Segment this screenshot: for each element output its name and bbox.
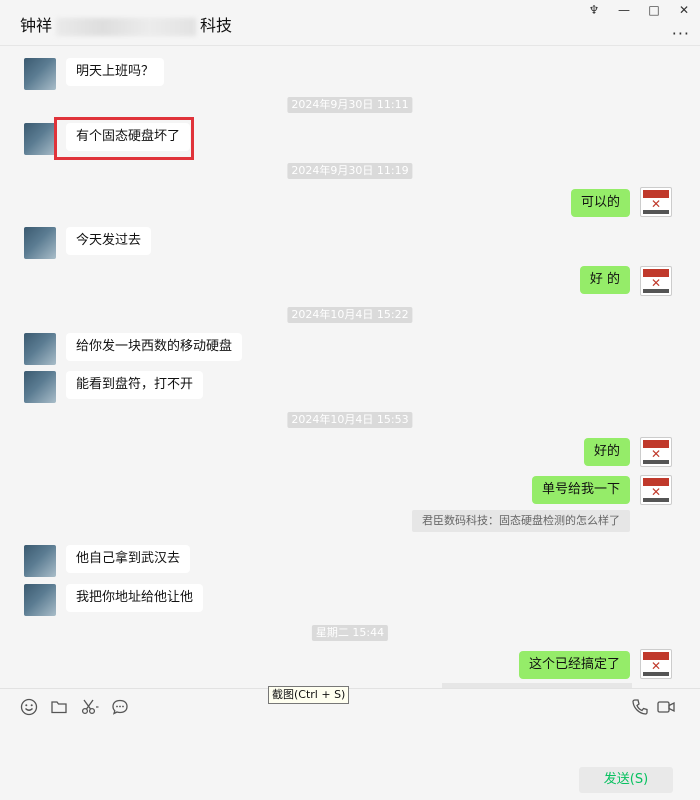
- avatar-cross-icon: ✕: [650, 659, 662, 673]
- message-row: 他自己拿到武汉去: [0, 543, 700, 577]
- quoted-message[interactable]: 君臣数码科技：固态硬盘检测的怎么样了: [412, 510, 630, 532]
- contact-avatar[interactable]: [24, 545, 56, 577]
- redacted-title: [56, 17, 197, 36]
- contact-avatar[interactable]: [24, 58, 56, 90]
- avatar-footer: [643, 672, 669, 676]
- message-bubble[interactable]: 可以的: [570, 189, 630, 217]
- message-bubble[interactable]: 这个已经搞定了: [518, 651, 630, 679]
- message-bubble[interactable]: 好 的: [579, 266, 630, 294]
- chat-title: 钟祥 科技: [20, 12, 232, 36]
- avatar-banner: [643, 652, 669, 660]
- message-timestamp: 2024年9月30日 11:11: [287, 97, 413, 113]
- message-row: 好的 ✕: [0, 435, 700, 469]
- avatar-cross-icon: ✕: [650, 485, 662, 499]
- contact-avatar[interactable]: [24, 584, 56, 616]
- chat-header: 钟祥 科技 ♆ — □ ✕ ···: [0, 0, 700, 46]
- avatar-footer: [643, 460, 669, 464]
- more-options-icon[interactable]: ···: [671, 24, 690, 43]
- message-list[interactable]: 明天上班吗？ 2024年9月30日 11:11 有个固态硬盘坏了 2024年9月…: [0, 47, 700, 688]
- avatar-banner: [643, 190, 669, 198]
- message-bubble[interactable]: 明天上班吗？: [66, 58, 165, 86]
- message-row: 单号给我一下 ✕: [0, 473, 700, 507]
- screenshot-tooltip: 截图(Ctrl + S): [268, 686, 350, 704]
- message-row: 有个固态硬盘坏了: [0, 119, 700, 159]
- avatar-banner: [643, 440, 669, 448]
- message-bubble[interactable]: 有个固态硬盘坏了: [66, 123, 191, 151]
- message-bubble[interactable]: 好的: [583, 438, 630, 466]
- self-avatar[interactable]: ✕: [640, 649, 672, 679]
- message-row: 这个已经搞定了 ✕: [0, 647, 700, 681]
- message-timestamp: 2024年9月30日 11:19: [287, 163, 413, 179]
- contact-avatar[interactable]: [24, 333, 56, 365]
- chat-history-icon[interactable]: [110, 697, 130, 717]
- avatar-cross-icon: ✕: [650, 447, 662, 461]
- message-timestamp: 星期二 15:44: [311, 625, 389, 641]
- avatar-footer: [643, 289, 669, 293]
- folder-icon[interactable]: [49, 697, 69, 717]
- maximize-icon[interactable]: □: [648, 3, 660, 17]
- avatar-banner: [643, 269, 669, 277]
- phone-icon[interactable]: [630, 697, 650, 717]
- message-bubble[interactable]: 单号给我一下: [531, 476, 630, 504]
- contact-avatar[interactable]: [24, 371, 56, 403]
- chat-title-start: 钟祥: [20, 16, 53, 35]
- contact-avatar[interactable]: [24, 123, 56, 155]
- avatar-banner: [643, 478, 669, 486]
- message-row: 明天上班吗？: [0, 56, 700, 90]
- self-avatar[interactable]: ✕: [640, 187, 672, 217]
- message-row: 好 的 ✕: [0, 264, 700, 298]
- message-bubble[interactable]: 给你发一块西数的移动硬盘: [66, 333, 243, 361]
- message-row: 给你发一块西数的移动硬盘: [0, 332, 700, 366]
- chat-title-end: 科技: [200, 16, 233, 35]
- emoji-icon[interactable]: [19, 697, 39, 717]
- self-avatar[interactable]: ✕: [640, 266, 672, 296]
- avatar-footer: [643, 498, 669, 502]
- message-row: 可以的 ✕: [0, 187, 700, 221]
- avatar-footer: [643, 210, 669, 214]
- self-avatar[interactable]: ✕: [640, 475, 672, 505]
- message-bubble[interactable]: 他自己拿到武汉去: [66, 545, 191, 573]
- message-timestamp: 2024年10月4日 15:22: [287, 307, 413, 323]
- pin-icon[interactable]: ♆: [588, 3, 600, 17]
- message-row: 能看到盘符，打不开: [0, 369, 700, 403]
- message-bubble[interactable]: 能看到盘符，打不开: [66, 371, 204, 399]
- contact-avatar[interactable]: [24, 227, 56, 259]
- close-icon[interactable]: ✕: [678, 3, 690, 17]
- message-row: 我把你地址给他让他: [0, 581, 700, 616]
- message-bubble[interactable]: 今天发过去: [66, 227, 152, 255]
- video-call-icon[interactable]: [656, 697, 676, 717]
- message-timestamp: 2024年10月4日 15:53: [287, 412, 413, 428]
- send-button[interactable]: 发送(S): [579, 767, 673, 793]
- avatar-cross-icon: ✕: [650, 197, 662, 211]
- avatar-cross-icon: ✕: [650, 276, 662, 290]
- message-row: 今天发过去: [0, 225, 700, 259]
- partial-message: [442, 683, 632, 688]
- scissors-icon[interactable]: [80, 697, 100, 717]
- self-avatar[interactable]: ✕: [640, 437, 672, 467]
- minimize-icon[interactable]: —: [618, 3, 630, 17]
- message-bubble[interactable]: 我把你地址给他让他: [66, 584, 204, 612]
